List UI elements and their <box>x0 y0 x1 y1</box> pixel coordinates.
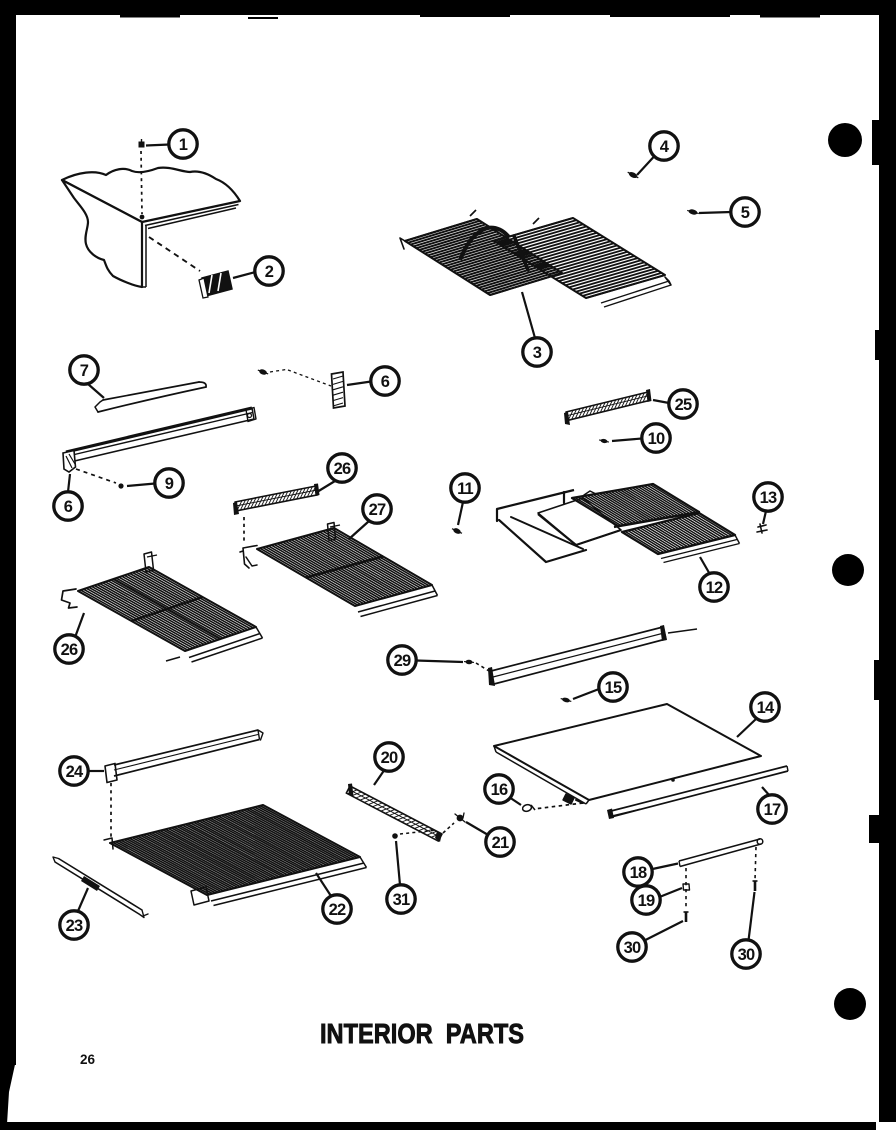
svg-text:1: 1 <box>179 136 188 154</box>
svg-text:9: 9 <box>165 475 174 493</box>
svg-text:6: 6 <box>381 373 390 391</box>
svg-text:22: 22 <box>329 901 346 919</box>
svg-text:29: 29 <box>394 652 411 670</box>
svg-text:15: 15 <box>605 679 622 697</box>
svg-text:31: 31 <box>393 891 410 909</box>
svg-text:20: 20 <box>381 749 398 767</box>
svg-text:21: 21 <box>492 834 509 852</box>
svg-text:INTERIOR PARTS: INTERIOR PARTS <box>320 1018 524 1049</box>
svg-text:19: 19 <box>638 892 655 910</box>
svg-text:17: 17 <box>764 801 781 819</box>
svg-text:26: 26 <box>80 1052 96 1067</box>
svg-text:25: 25 <box>675 396 692 414</box>
svg-text:16: 16 <box>491 781 508 799</box>
svg-text:23: 23 <box>66 917 83 935</box>
svg-text:5: 5 <box>741 204 750 222</box>
svg-text:4: 4 <box>660 138 670 156</box>
svg-text:3: 3 <box>533 344 542 362</box>
svg-text:11: 11 <box>457 480 473 498</box>
svg-text:26: 26 <box>334 460 351 478</box>
svg-text:7: 7 <box>80 362 89 380</box>
svg-text:26: 26 <box>61 641 78 659</box>
svg-text:30: 30 <box>624 939 641 957</box>
svg-text:12: 12 <box>706 579 723 597</box>
svg-text:2: 2 <box>265 263 274 281</box>
svg-text:30: 30 <box>738 946 755 964</box>
svg-text:6: 6 <box>64 498 73 516</box>
svg-text:18: 18 <box>630 864 647 882</box>
svg-text:24: 24 <box>66 763 84 781</box>
svg-text:27: 27 <box>369 501 386 519</box>
svg-text:10: 10 <box>648 430 665 448</box>
svg-text:14: 14 <box>757 699 775 717</box>
svg-text:13: 13 <box>760 489 777 507</box>
